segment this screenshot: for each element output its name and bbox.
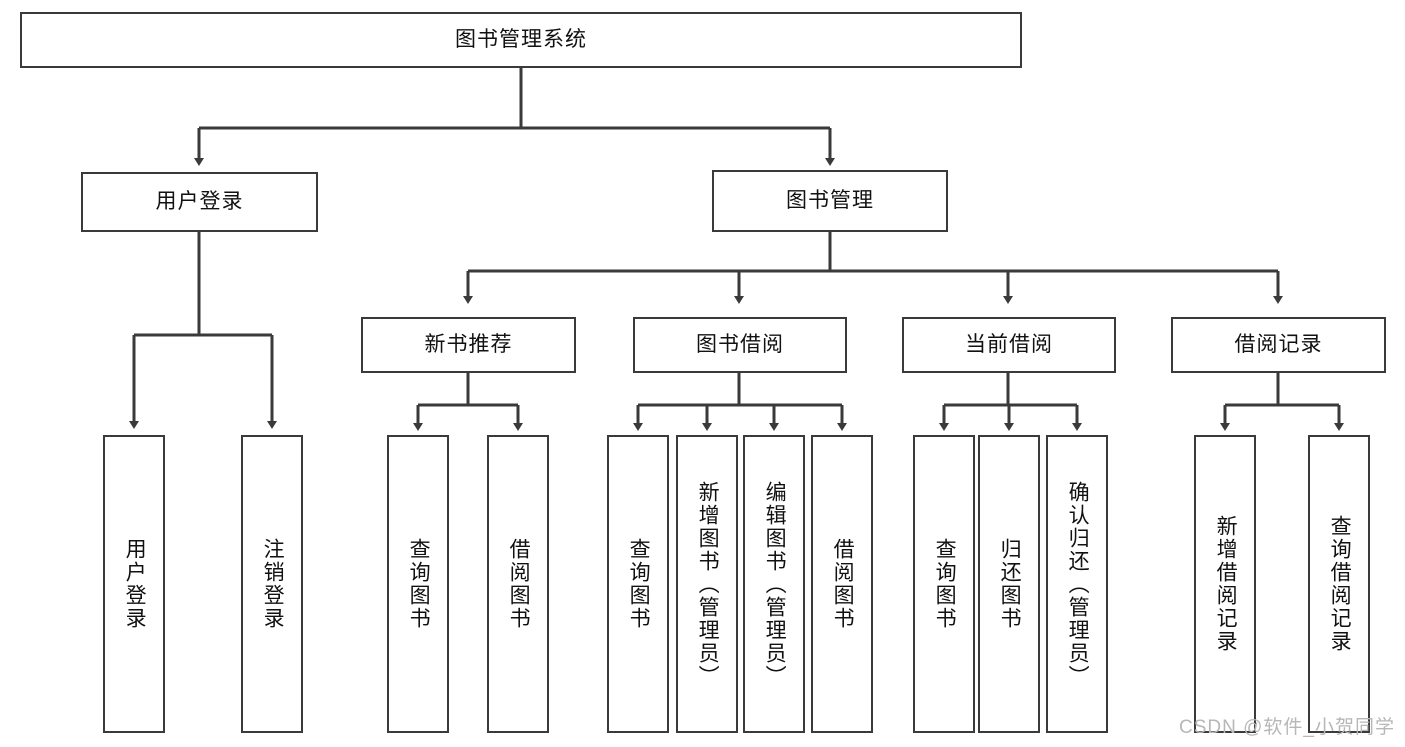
- node-label: 借阅图书: [507, 538, 531, 630]
- node-label: 新书推荐: [424, 333, 513, 357]
- node-new-book-recommend[interactable]: 新书推荐: [361, 317, 576, 373]
- node-leaf-add-record[interactable]: 新增借阅记录: [1194, 435, 1256, 733]
- node-user-login[interactable]: 用户登录: [81, 172, 318, 232]
- node-label: 查询图书: [407, 538, 431, 630]
- node-leaf-query-book-3[interactable]: 查询图书: [913, 435, 975, 733]
- node-leaf-user-logout[interactable]: 注销登录: [241, 435, 303, 733]
- node-label: 确认归还（管理员）: [1066, 480, 1090, 688]
- node-label: 查询图书: [627, 538, 651, 630]
- node-label: 查询借阅记录: [1328, 515, 1352, 653]
- node-label: 归还图书: [998, 538, 1022, 630]
- node-label: 图书借阅: [696, 333, 784, 357]
- node-current-borrow[interactable]: 当前借阅: [902, 317, 1116, 373]
- node-leaf-confirm-return[interactable]: 确认归还（管理员）: [1046, 435, 1108, 733]
- node-leaf-return-book[interactable]: 归还图书: [978, 435, 1040, 733]
- node-leaf-query-record[interactable]: 查询借阅记录: [1308, 435, 1370, 733]
- node-leaf-query-book-2[interactable]: 查询图书: [607, 435, 669, 733]
- node-leaf-borrow-book-2[interactable]: 借阅图书: [811, 435, 873, 733]
- node-book-management[interactable]: 图书管理: [712, 170, 948, 232]
- node-borrow-record[interactable]: 借阅记录: [1171, 317, 1386, 373]
- node-label: 编辑图书（管理员）: [763, 480, 787, 688]
- watermark: CSDN @软件_小贺同学: [1179, 717, 1395, 738]
- node-label: 借阅记录: [1234, 333, 1323, 357]
- node-label: 注销登录: [261, 538, 285, 630]
- node-leaf-query-book-1[interactable]: 查询图书: [387, 435, 449, 733]
- node-leaf-user-login[interactable]: 用户登录: [103, 435, 165, 733]
- node-label: 图书管理: [786, 189, 874, 213]
- node-book-management-system[interactable]: 图书管理系统: [20, 12, 1022, 68]
- node-book-borrow[interactable]: 图书借阅: [633, 317, 847, 373]
- node-label: 用户登录: [123, 538, 147, 630]
- node-label: 新增借阅记录: [1214, 515, 1238, 653]
- node-leaf-edit-book[interactable]: 编辑图书（管理员）: [743, 435, 805, 733]
- node-label: 查询图书: [933, 538, 957, 630]
- node-label: 图书管理系统: [455, 28, 587, 52]
- node-label: 用户登录: [155, 190, 244, 214]
- node-leaf-add-book[interactable]: 新增图书（管理员）: [676, 435, 738, 733]
- node-leaf-borrow-book-1[interactable]: 借阅图书: [487, 435, 549, 733]
- node-label: 新增图书（管理员）: [696, 480, 720, 688]
- node-label: 当前借阅: [965, 333, 1053, 357]
- node-label: 借阅图书: [831, 538, 855, 630]
